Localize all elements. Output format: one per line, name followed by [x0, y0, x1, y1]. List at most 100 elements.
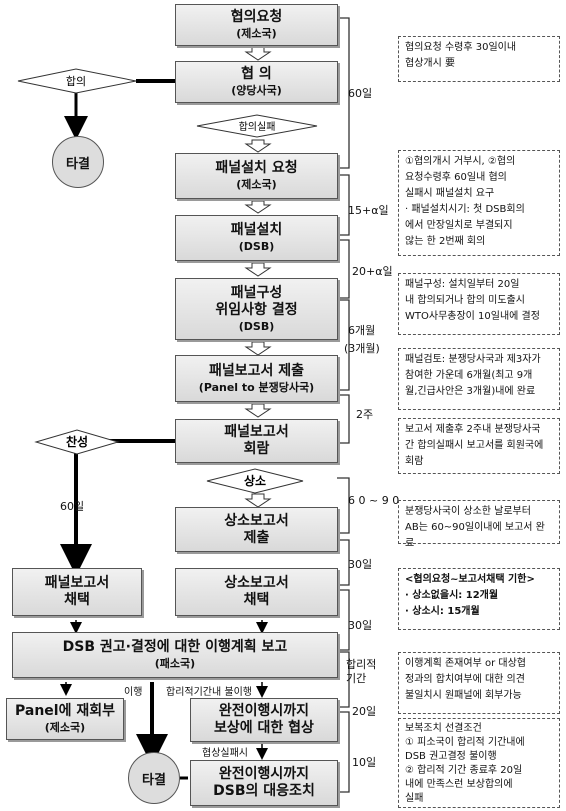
- step-subtitle: (양당사국): [231, 84, 282, 97]
- note-line: 요청수령후 60일내 협의: [405, 172, 507, 183]
- duration-label: 30일: [348, 619, 373, 632]
- note-line: 패널구성: 설치일부터 20일: [405, 279, 520, 290]
- note-panel-request: ①협의개시 거부시, ②협의 요청수령후 60일내 협의 실패시 패널설치 요구…: [398, 150, 560, 256]
- implementation-label: 이행: [124, 687, 143, 698]
- diamond-agreement: 합의: [17, 68, 137, 94]
- duration-label: 기간: [346, 672, 367, 685]
- step-consultation: 협 의 (양당사국): [175, 61, 338, 103]
- note-line: <협의요청~보고서채택 기한>: [405, 574, 535, 585]
- note-line: 협의요청 수령후 30일이내: [405, 42, 517, 53]
- step-title: 완전이행시까지: [218, 766, 310, 782]
- step-subtitle: (DSB): [238, 240, 275, 253]
- note-line: 실패시 패널설치 요구: [405, 188, 495, 199]
- step-title-2: 위임사항 결정: [215, 301, 298, 318]
- step-title: 상소보고서: [224, 512, 289, 529]
- note-line: ① 피소국이 합리적 기간내에: [405, 737, 525, 748]
- step-title: 협 의: [241, 66, 272, 82]
- note-appeal: 분쟁당사국이 상소한 날로부터 AB는 60~90일이내에 보고서 완료: [398, 500, 560, 549]
- step-title: 상소보고서: [224, 575, 289, 591]
- step-subtitle: (제소국): [236, 27, 277, 40]
- note-line: 보복조치 선결조건: [405, 723, 482, 734]
- step-subtitle: (DSB): [238, 319, 275, 333]
- step-panel-report-adoption: 패널보고서 채택: [12, 568, 142, 616]
- step-title-2: 제출: [243, 529, 270, 546]
- diamond-label: 찬성: [66, 434, 88, 449]
- step-subtitle: (패소국): [154, 657, 196, 670]
- step-title: DSB 권고·결정에 대한 이행계획 보고: [62, 639, 288, 655]
- note-line: 협상개시 要: [405, 58, 455, 69]
- step-panel-composition: 패널구성 위임사항 결정 (DSB): [175, 278, 338, 340]
- step-title: Panel에 재회부: [15, 703, 115, 719]
- step-panel-report-circulation: 패널보고서 회람: [175, 419, 338, 463]
- left-duration-label: 60일: [60, 500, 85, 513]
- duration-label: 60일: [348, 87, 373, 100]
- duration-label: 2주: [356, 408, 374, 421]
- step-title: 패널보고서: [44, 575, 110, 591]
- step-implementation-report: DSB 권고·결정에 대한 이행계획 보고 (패소국): [12, 632, 338, 678]
- negotiation-failure-label: 협상실패시: [202, 748, 248, 759]
- circle-label: 타결: [142, 772, 166, 788]
- note-line: 회람: [405, 456, 424, 467]
- step-title: 패널설치: [230, 222, 283, 238]
- step-compensation-negotiation: 완전이행시까지 보상에 대한 협상: [190, 698, 338, 742]
- note-line: AB는 60~90일이내에 보고서 완료: [405, 522, 545, 549]
- step-title: 패널구성: [230, 284, 283, 301]
- note-line: 간 합의실패시 보고서를 회원국에: [405, 440, 544, 451]
- note-line: DSB 권고결정 불이행: [405, 751, 497, 762]
- note-line: 월,긴급사안은 3개월)내에 완료: [405, 386, 536, 397]
- note-panel-composition: 패널구성: 설치일부터 20일 내 합의되거나 합의 미도출시 WTO사무총장이…: [398, 273, 560, 335]
- hollow-arrows: [244, 45, 272, 508]
- settlement-circle: 타결: [52, 136, 104, 188]
- step-title: 완전이행시까지: [218, 703, 310, 719]
- note-line: 내 합의되거나 합의 미도출시: [405, 295, 525, 306]
- note-line: WTO사무총장이 10일내에 결정: [405, 311, 540, 322]
- step-title: 협의요청: [230, 9, 283, 25]
- duration-label: 6 0 ~ 9 0: [348, 494, 400, 507]
- non-implementation-label: 합리적기간내 불이행: [166, 687, 252, 698]
- note-report-circulation: 보고서 제출후 2주내 분쟁당사국 간 합의실패시 보고서를 회원국에 회람: [398, 418, 560, 474]
- step-subtitle: (Panel to 분쟁당사국): [198, 380, 315, 394]
- step-panel-establishment: 패널설치 (DSB): [175, 215, 338, 261]
- note-panel-review: 패널검토: 분쟁당사국과 제3자가 참여한 가운데 6개월(최고 9개 월,긴급…: [398, 348, 560, 410]
- step-consultation-request: 협의요청 (제소국): [175, 4, 338, 46]
- note-line: 에서 만장일치로 부결되지: [405, 220, 513, 231]
- note-line: 이행계획 존재여부 or 대상협: [405, 658, 526, 669]
- note-line: 불일치시 원패널에 회부가능: [405, 690, 522, 701]
- note-retaliation: 보복조치 선결조건 ① 피소국이 합리적 기간내에 DSB 권고결정 불이행 ②…: [398, 718, 560, 808]
- duration-label: 6개월: [348, 324, 376, 337]
- step-panel-report-submission: 패널보고서 제출 (Panel to 분쟁당사국): [175, 355, 338, 402]
- note-line: 보고서 제출후 2주내 분쟁당사국: [405, 424, 541, 435]
- step-title: 패널보고서: [224, 424, 289, 440]
- duration-label: 15+α일: [348, 204, 389, 217]
- circle-label: 타결: [66, 156, 90, 172]
- duration-brackets: [337, 17, 350, 793]
- note-line: 참여한 가운데 6개월(최고 9개: [405, 370, 533, 381]
- step-title: 패널보고서 제출: [208, 362, 305, 379]
- diamond-label: 합의: [66, 75, 86, 88]
- settlement-circle-2: 타결: [128, 752, 180, 804]
- note-line: · 상소없을시: 12개월: [405, 590, 499, 601]
- note-line: 패널검토: 분쟁당사국과 제3자가: [405, 354, 541, 365]
- note-line: 않는 한 2번째 회의: [405, 236, 486, 247]
- step-appellate-report-submission: 상소보고서 제출: [175, 507, 338, 552]
- note-line: 내에 만족스런 보상합의에: [405, 779, 513, 790]
- note-line: 정과의 합치여부에 대한 의견: [405, 674, 525, 685]
- diamond-consultation-failure: 합의실패: [196, 114, 318, 138]
- duration-label: 10일: [352, 756, 377, 769]
- step-subtitle: (제소국): [44, 721, 86, 734]
- note-line: 분쟁당사국이 상소한 날로부터: [405, 506, 531, 517]
- diamond-label: 상소: [244, 473, 266, 488]
- step-title-2: 채택: [243, 592, 270, 608]
- duration-label: 20일: [352, 705, 377, 718]
- diamond-consensus: 찬성: [34, 429, 120, 455]
- diamond-label: 합의실패: [239, 121, 276, 133]
- note-line: · 상소시: 15개월: [405, 606, 480, 617]
- step-panel-remand: Panel에 재회부 (제소국): [6, 698, 124, 740]
- note-line: · 패널설치시기: 첫 DSB회의: [405, 204, 525, 215]
- note-consultation: 협의요청 수령후 30일이내 협상개시 要: [398, 36, 560, 82]
- note-line: ② 합리적 기간 종료후 20일: [405, 765, 523, 776]
- step-title: 패널설치 요청: [215, 160, 298, 176]
- duration-label: (3개월): [344, 342, 380, 355]
- diamond-appeal: 상소: [206, 468, 304, 494]
